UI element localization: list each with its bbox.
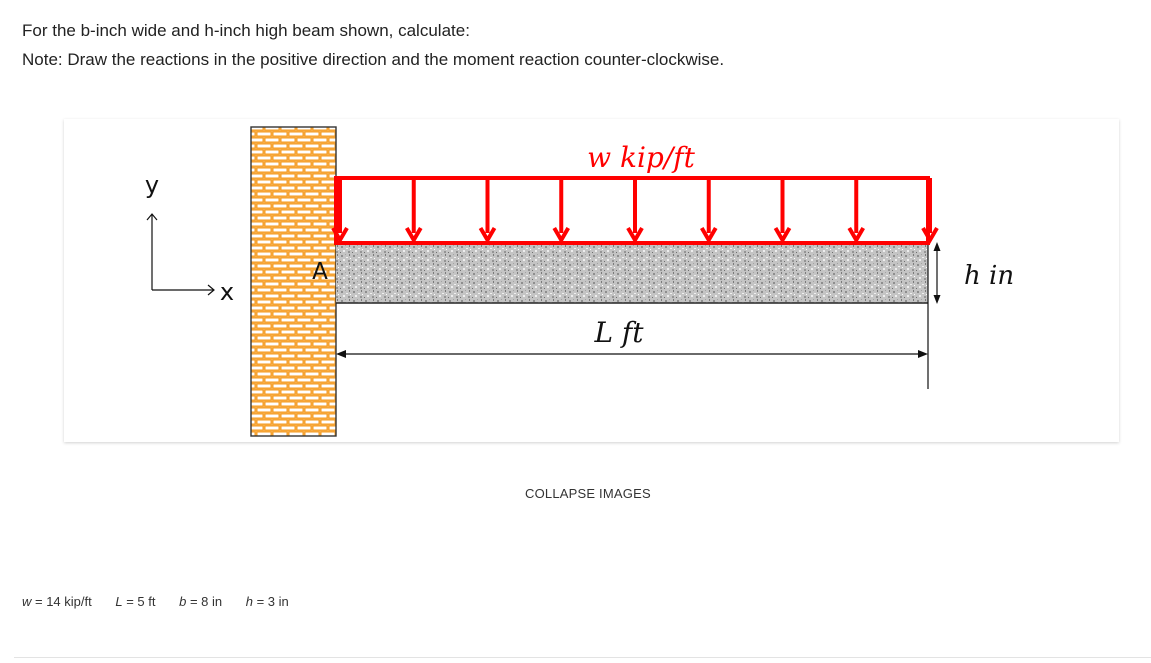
- load-arrow-head: [773, 226, 792, 244]
- length-dimension: [336, 350, 928, 358]
- distributed-load: [331, 176, 939, 245]
- param-l: L = 5 ft: [115, 594, 156, 609]
- load-arrows: [331, 178, 939, 244]
- support-label-a: A: [312, 259, 328, 285]
- collapse-images-button[interactable]: COLLAPSE IMAGES: [525, 486, 651, 501]
- param-h: h = 3 in: [245, 594, 289, 609]
- beam: [336, 242, 929, 389]
- axis-y-label: y: [145, 171, 159, 199]
- load-arrow-head: [921, 226, 939, 244]
- load-arrow-head: [700, 226, 718, 244]
- height-dimension: [933, 242, 941, 304]
- load-arrow-head: [405, 226, 423, 244]
- load-arrow-head: [478, 226, 497, 244]
- param-w: w = 14 kip/ft: [22, 594, 92, 609]
- beam-figure: A w kip/ft h in L ft y x: [64, 119, 1119, 442]
- load-arrow-head: [552, 226, 570, 244]
- length-label: L ft: [593, 316, 644, 349]
- load-arrow-head: [847, 226, 865, 244]
- load-arrow-head: [331, 226, 349, 244]
- bottom-divider: [14, 657, 1151, 658]
- load-label: w kip/ft: [587, 141, 696, 174]
- coordinate-axes: [146, 213, 215, 296]
- cantilever-beam-diagram: A w kip/ft h in L ft y x: [145, 126, 1014, 437]
- question-line-1: For the b-inch wide and h-inch high beam…: [22, 21, 470, 40]
- load-arrow-head: [626, 226, 644, 244]
- question-note: Note: Draw the reactions in the positive…: [22, 50, 725, 69]
- given-parameters: w = 14 kip/ft L = 5 ft b = 8 in h = 3 in: [22, 594, 309, 609]
- height-label: h in: [964, 261, 1014, 291]
- wall-support: [250, 126, 337, 437]
- axis-x-label: x: [220, 278, 234, 306]
- param-b: b = 8 in: [179, 594, 223, 609]
